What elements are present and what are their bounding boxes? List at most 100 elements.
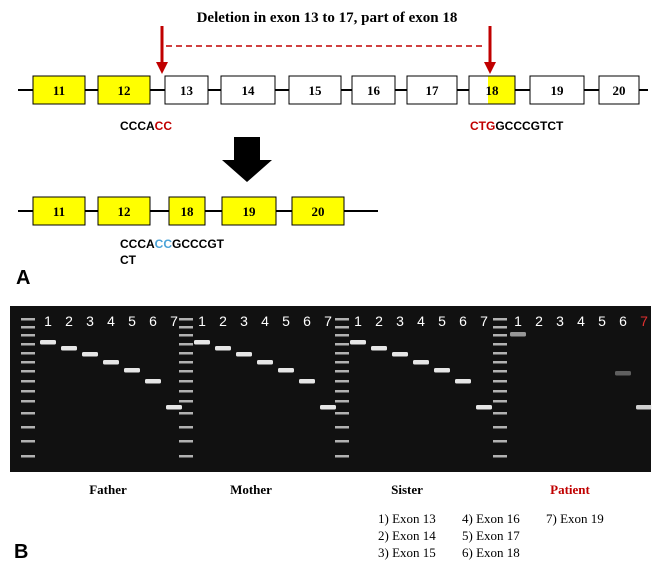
group-label-mother: Mother	[230, 482, 272, 497]
exon-label: 15	[309, 83, 323, 98]
lane-number: 7	[640, 313, 648, 329]
lane-number: 4	[261, 313, 269, 329]
gel-band	[82, 352, 98, 357]
gel-band	[215, 346, 231, 351]
legend-item: 6) Exon 18	[462, 545, 520, 560]
gel-band	[371, 346, 387, 351]
legend-item: 5) Exon 17	[462, 528, 520, 543]
exon-label: 19	[243, 204, 257, 219]
gel-band	[236, 352, 252, 357]
lane-number: 5	[128, 313, 136, 329]
lane-number: 6	[619, 313, 627, 329]
exon-label: 20	[613, 83, 626, 98]
gel-band	[257, 360, 273, 365]
lane-number: 2	[219, 313, 227, 329]
lane-number: 3	[556, 313, 564, 329]
group-label-father: Father	[89, 482, 127, 497]
exon-11-bottom: 11	[32, 196, 86, 226]
gel-band	[61, 346, 77, 351]
dna-ladder	[335, 318, 349, 458]
lane-number: 2	[65, 313, 73, 329]
gel-band	[40, 340, 56, 345]
lane-legend: 1) Exon 13 4) Exon 16 7) Exon 19 2) Exon…	[378, 511, 604, 560]
lane-number: 6	[459, 313, 467, 329]
fused-junction-sequence-line2: CT	[120, 253, 137, 267]
exon-13-top: 13	[164, 75, 209, 105]
group-label-patient: Patient	[550, 482, 590, 497]
exon-label: 11	[53, 204, 65, 219]
dna-ladder	[179, 318, 193, 458]
legend-item: 4) Exon 16	[462, 511, 520, 526]
lane-number: 7	[170, 313, 178, 329]
gel-band	[145, 379, 161, 384]
exon-label: 20	[312, 204, 325, 219]
gel-band	[413, 360, 429, 365]
legend-item: 7) Exon 19	[546, 511, 604, 526]
exon-11-top: 11	[32, 75, 86, 105]
exon-15-top: 15	[288, 75, 342, 105]
exon-label: 19	[551, 83, 565, 98]
lane-number: 5	[438, 313, 446, 329]
gel-band	[194, 340, 210, 345]
exon-label: 11	[53, 83, 65, 98]
gel-band	[392, 352, 408, 357]
exon-12-top: 12	[97, 75, 151, 105]
gel-band	[476, 405, 492, 410]
lane-number: 5	[282, 313, 290, 329]
lane-number: 1	[198, 313, 206, 329]
panel-b-label: B	[14, 541, 28, 562]
exon-14-top: 14	[220, 75, 276, 105]
deletion-end-arrowhead	[484, 62, 496, 74]
gel-band	[166, 405, 182, 410]
panel-a-label: A	[16, 267, 30, 289]
gel-band	[455, 379, 471, 384]
lane-number: 6	[303, 313, 311, 329]
lane-number: 1	[354, 313, 362, 329]
lane-number: 3	[240, 313, 248, 329]
exon-label: 14	[242, 83, 256, 98]
gel-band	[103, 360, 119, 365]
gel-band	[615, 371, 631, 376]
lane-number: 1	[44, 313, 52, 329]
legend-item: 2) Exon 14	[378, 528, 436, 543]
gel-band	[434, 368, 450, 373]
gel-band	[320, 405, 336, 410]
gel-band	[510, 332, 526, 337]
dna-ladder	[21, 318, 35, 458]
lane-number: 5	[598, 313, 606, 329]
lane-number: 7	[480, 313, 488, 329]
dna-ladder	[493, 318, 507, 458]
deletion-start-arrowhead	[156, 62, 168, 74]
lane-number: 4	[417, 313, 425, 329]
lane-number: 1	[514, 313, 522, 329]
left-junction-sequence: CCCACC	[120, 119, 172, 133]
exon-19-top: 19	[529, 75, 585, 105]
exon-label: 16	[367, 83, 381, 98]
legend-item: 1) Exon 13	[378, 511, 436, 526]
lane-number: 4	[577, 313, 585, 329]
lane-number: 2	[535, 313, 543, 329]
lane-number: 3	[396, 313, 404, 329]
gel-band	[636, 405, 652, 410]
exon-16-top: 16	[351, 75, 396, 105]
exon-18-bottom: 18	[168, 196, 206, 226]
gel-band	[124, 368, 140, 373]
exon-label: 18	[181, 204, 195, 219]
top-exon-track: 11 12 13 14 15 16 17 18 19 20	[32, 75, 640, 105]
exon-18-top: 18	[468, 75, 516, 105]
exon-label: 18	[486, 83, 500, 98]
gel-band	[299, 379, 315, 384]
right-junction-sequence: CTGGCCCGTCT	[470, 119, 564, 133]
fused-junction-sequence: CCCACCGCCCGT	[120, 237, 225, 251]
exon-20-top: 20	[598, 75, 640, 105]
exon-label: 13	[180, 83, 194, 98]
gel-band	[350, 340, 366, 345]
exon-20-bottom: 20	[291, 196, 345, 226]
exon-17-top: 17	[406, 75, 458, 105]
group-label-sister: Sister	[391, 482, 423, 497]
deletion-title: Deletion in exon 13 to 17, part of exon …	[197, 10, 458, 26]
gel-image	[10, 306, 651, 472]
